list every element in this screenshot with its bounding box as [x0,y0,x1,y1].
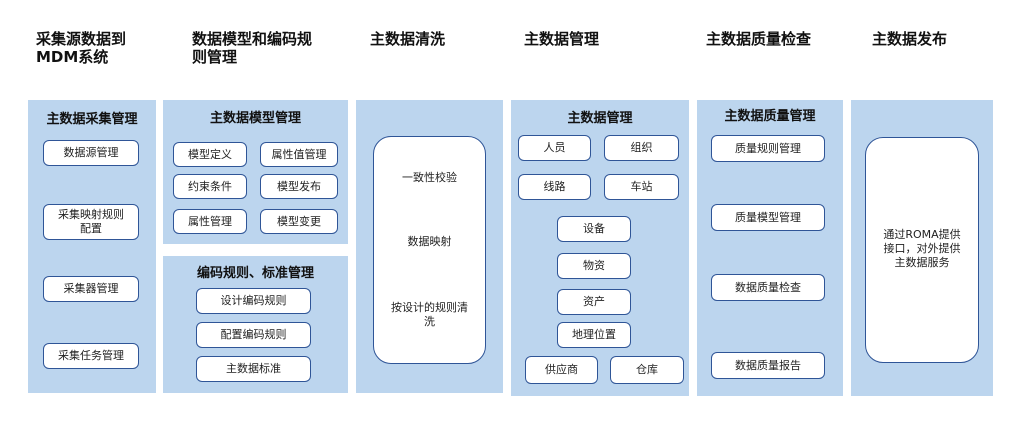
assets-box[interactable]: 资产 [557,289,631,315]
design-coding-rule-box[interactable]: 设计编码规则 [196,288,311,314]
constraint-box[interactable]: 约束条件 [173,174,247,199]
data-mapping-text: 数据映射 [407,235,452,248]
coding-title: 编码规则、标准管理 [196,266,314,281]
line-box[interactable]: 线路 [518,174,591,200]
rule-cleansing-text: 按设计的规则清 洗 [391,301,468,328]
personnel-box[interactable]: 人员 [518,135,591,161]
attribute-management-box[interactable]: 属性管理 [173,209,247,234]
management-title: 主数据管理 [567,111,633,126]
equipment-box[interactable]: 设备 [557,216,631,242]
station-box[interactable]: 车站 [604,174,679,200]
configure-coding-rule-box[interactable]: 配置编码规则 [196,322,311,348]
model-panel: 主数据模型管理 模型定义 属性值管理 约束条件 模型发布 属性管理 模型变更 [163,100,348,244]
model-publish-box[interactable]: 模型发布 [260,174,338,199]
collection-title: 主数据采集管理 [46,112,138,127]
header-model-coding: 数据模型和编码规 则管理 [192,30,313,66]
header-quality: 主数据质量检查 [706,30,812,48]
publish-box: 通过ROMA提供 接口，对外提供 主数据服务 [865,137,979,363]
cleansing-panel: 一致性校验 数据映射 按设计的规则清 洗 [356,100,503,393]
datasource-management-box[interactable]: 数据源管理 [43,140,139,166]
cleansing-box: 一致性校验 数据映射 按设计的规则清 洗 [373,136,486,364]
supplier-box[interactable]: 供应商 [525,356,598,384]
quality-rule-management-box[interactable]: 质量规则管理 [711,135,825,162]
mapping-rule-config-box[interactable]: 采集映射规则 配置 [43,204,139,240]
consistency-check-text: 一致性校验 [402,171,457,184]
model-title: 主数据模型管理 [209,111,301,126]
collection-panel: 主数据采集管理 数据源管理 采集映射规则 配置 采集器管理 采集任务管理 [28,100,156,393]
collection-task-management-box[interactable]: 采集任务管理 [43,343,139,369]
coding-panel: 编码规则、标准管理 设计编码规则 配置编码规则 主数据标准 [163,256,348,393]
quality-title: 主数据质量管理 [724,109,816,124]
model-definition-box[interactable]: 模型定义 [173,142,247,167]
geo-location-box[interactable]: 地理位置 [557,322,631,348]
attribute-value-management-box[interactable]: 属性值管理 [260,142,338,167]
publish-text: 通过ROMA提供 接口，对外提供 主数据服务 [883,228,961,269]
collector-management-box[interactable]: 采集器管理 [43,276,139,302]
master-data-standard-box[interactable]: 主数据标准 [196,356,311,382]
quality-model-management-box[interactable]: 质量模型管理 [711,204,825,231]
header-collection: 采集源数据到 MDM系统 [36,30,127,66]
management-panel: 主数据管理 人员 组织 线路 车站 设备 物资 资产 地理位置 供应商 仓库 [511,100,689,396]
header-cleansing: 主数据清洗 [370,30,446,48]
publish-panel: 通过ROMA提供 接口，对外提供 主数据服务 [851,100,993,396]
warehouse-box[interactable]: 仓库 [610,356,684,384]
model-change-box[interactable]: 模型变更 [260,209,338,234]
quality-panel: 主数据质量管理 质量规则管理 质量模型管理 数据质量检查 数据质量报告 [697,100,843,396]
data-quality-check-box[interactable]: 数据质量检查 [711,274,825,301]
header-management: 主数据管理 [524,30,600,48]
data-quality-report-box[interactable]: 数据质量报告 [711,352,825,379]
materials-box[interactable]: 物资 [557,253,631,279]
header-publish: 主数据发布 [872,30,948,48]
organization-box[interactable]: 组织 [604,135,679,161]
